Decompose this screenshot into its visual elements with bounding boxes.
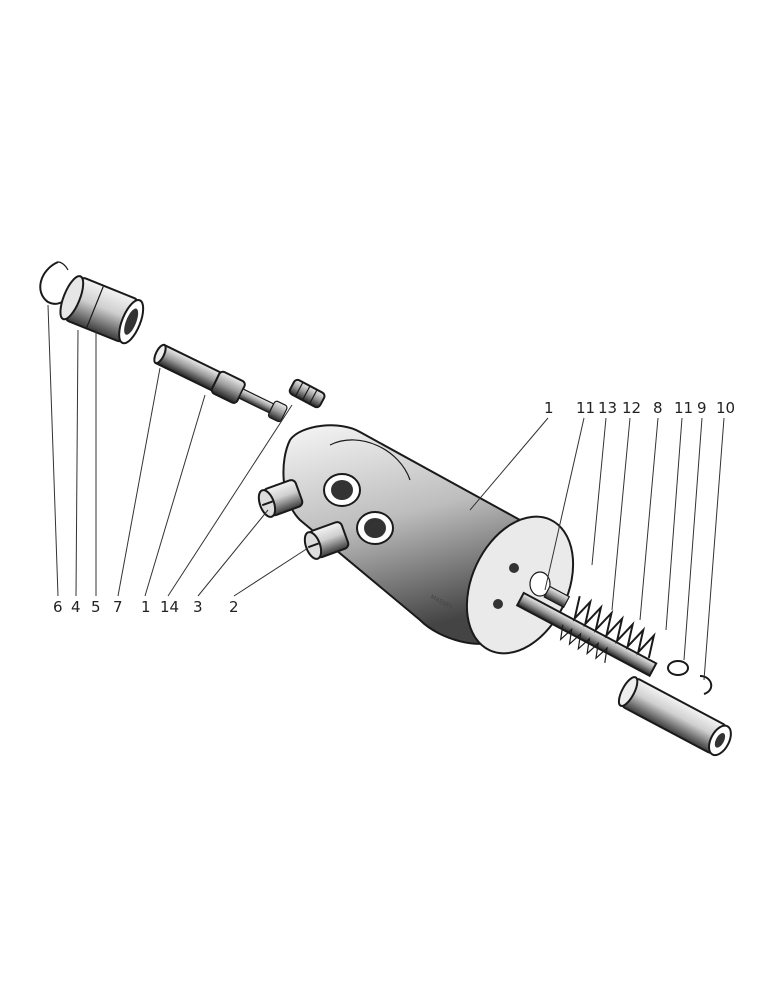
inner-spring-part <box>559 624 608 663</box>
callout-4: 4 <box>71 598 81 616</box>
callout-13: 13 <box>598 399 617 417</box>
callout-6: 6 <box>53 598 63 616</box>
plug-part-3 <box>257 479 304 518</box>
ring-part-9 <box>667 660 689 676</box>
bush-part <box>59 275 145 345</box>
leader-lines-bottom <box>47 304 309 597</box>
pin-part <box>288 378 326 409</box>
callout-1-bottom: 1 <box>141 598 151 616</box>
push-rod-part <box>153 343 288 423</box>
callout-8: 8 <box>653 399 663 417</box>
callout-11-a: 11 <box>576 399 595 417</box>
callouts-top: 1 11 13 12 8 11 9 10 <box>544 399 735 417</box>
callouts-bottom: 6 4 5 7 1 14 3 2 <box>53 598 239 616</box>
callout-14: 14 <box>160 598 179 616</box>
callout-10: 10 <box>716 399 735 417</box>
plunger-part <box>617 676 732 757</box>
callout-1-top: 1 <box>544 399 554 417</box>
plug-part-2 <box>303 521 350 560</box>
leader-lines-top <box>469 417 725 681</box>
callout-3: 3 <box>193 598 203 616</box>
circlip-part-10 <box>699 675 713 695</box>
callout-9: 9 <box>697 399 707 417</box>
callout-7: 7 <box>113 598 123 616</box>
callout-11-b: 11 <box>674 399 693 417</box>
callout-2: 2 <box>229 598 239 616</box>
outer-spring-part <box>572 595 656 659</box>
callout-12: 12 <box>622 399 641 417</box>
callout-5: 5 <box>91 598 101 616</box>
valve-stem-part <box>515 585 658 678</box>
